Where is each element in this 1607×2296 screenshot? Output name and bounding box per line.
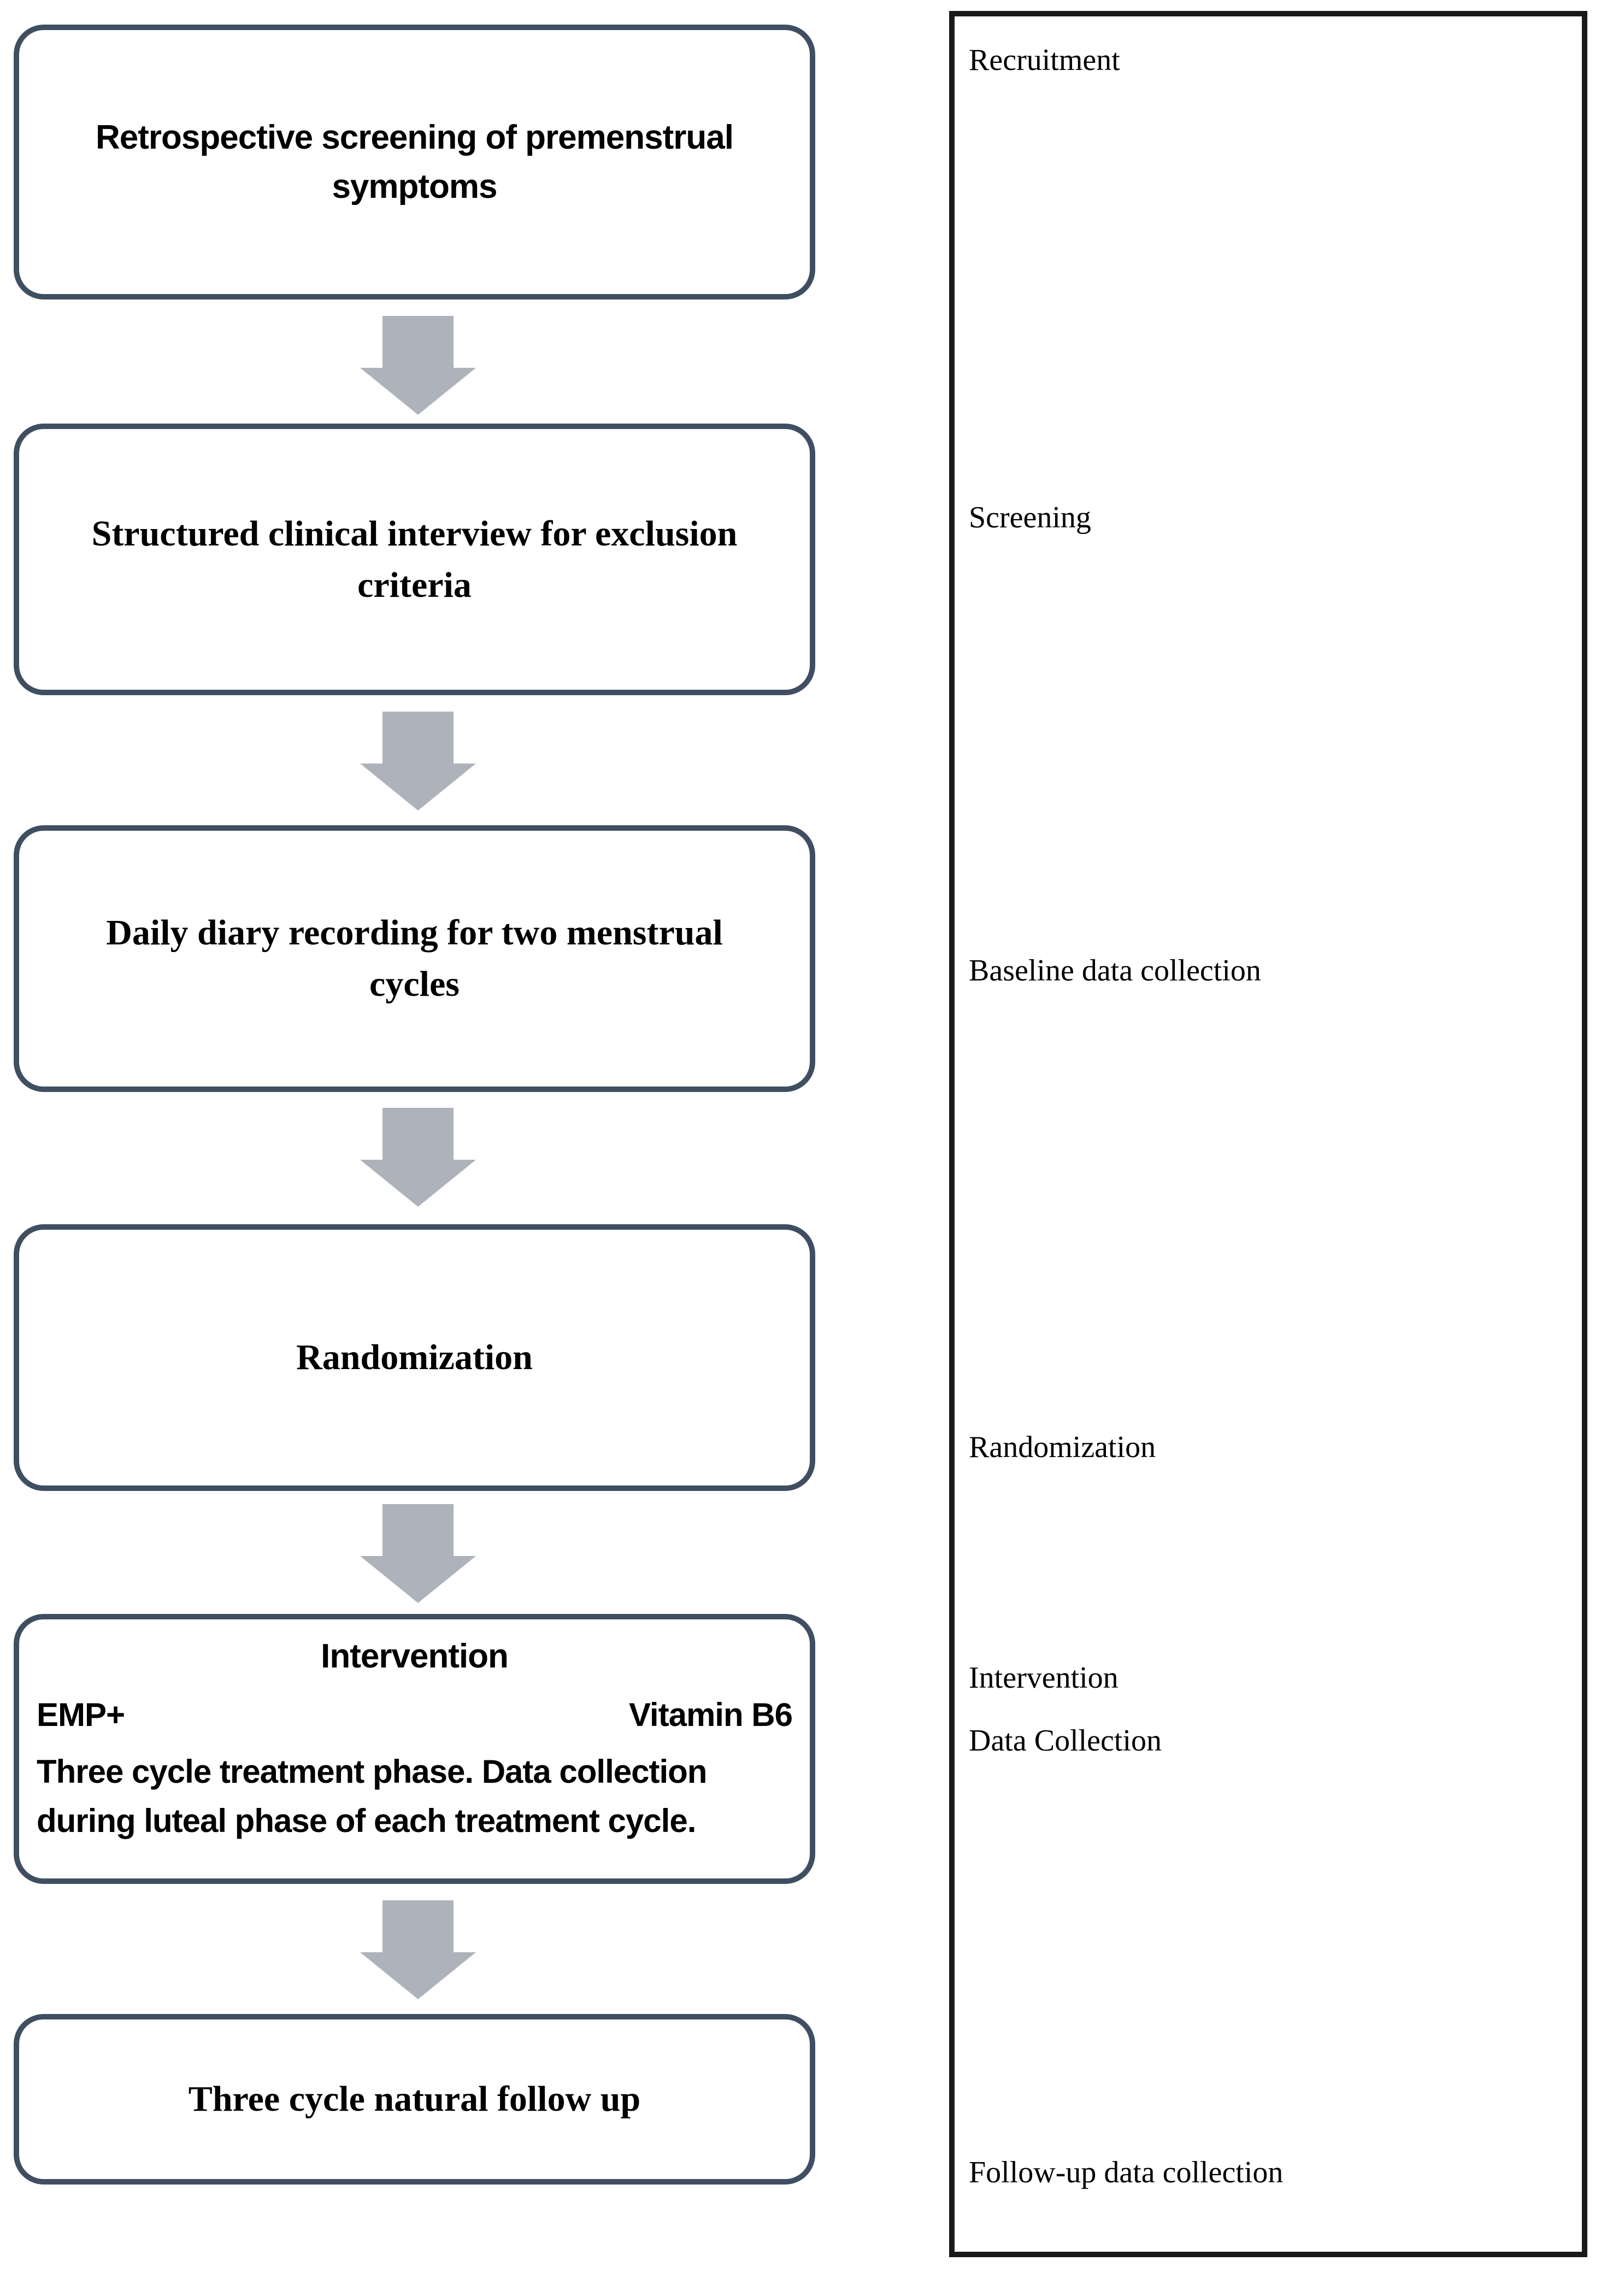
- phase-sidebar: Recruitment Screening Baseline data coll…: [949, 11, 1587, 2257]
- sidebar-label-recruitment: Recruitment: [969, 43, 1120, 77]
- flow-box-retrospective-screening: Retrospective screening of premenstrual …: [14, 25, 815, 300]
- sidebar-label-data-collection: Data Collection: [969, 1724, 1162, 1758]
- flow-box-text: Randomization: [296, 1337, 533, 1378]
- intervention-arms: EMP+ Vitamin B6: [37, 1694, 793, 1735]
- flow-box-intervention: Intervention EMP+ Vitamin B6 Three cycle…: [14, 1614, 815, 1884]
- flow-box-clinical-interview: Structured clinical interview for exclus…: [14, 424, 815, 695]
- sidebar-label-randomization: Randomization: [969, 1430, 1156, 1464]
- sidebar-label-intervention: Intervention: [969, 1661, 1119, 1695]
- down-arrow-icon: [360, 712, 476, 811]
- flow-box-text: Structured clinical interview for exclus…: [91, 513, 738, 605]
- sidebar-label-follow-up-data-collection: Follow-up data collection: [969, 2156, 1284, 2189]
- flow-box-follow-up: Three cycle natural follow up: [14, 2014, 815, 2185]
- down-arrow-icon: [360, 1108, 476, 1207]
- intervention-title: Intervention: [321, 1637, 509, 1675]
- flow-box-randomization: Randomization: [14, 1224, 815, 1491]
- intervention-arm-emp: EMP+: [37, 1696, 125, 1733]
- flow-box-text: Daily diary recording for two menstrual …: [106, 913, 723, 1004]
- flow-box-daily-diary: Daily diary recording for two menstrual …: [14, 825, 815, 1092]
- down-arrow-icon: [360, 1900, 476, 1999]
- sidebar-label-screening: Screening: [969, 501, 1091, 535]
- sidebar-label-baseline-data-collection: Baseline data collection: [969, 954, 1261, 988]
- down-arrow-icon: [360, 1504, 476, 1603]
- intervention-description: Three cycle treatment phase. Data collec…: [37, 1753, 707, 1839]
- down-arrow-icon: [360, 316, 476, 415]
- flow-box-text: Retrospective screening of premenstrual …: [96, 118, 734, 205]
- intervention-arm-vitamin-b6: Vitamin B6: [629, 1696, 793, 1733]
- flow-box-text: Three cycle natural follow up: [188, 2079, 641, 2119]
